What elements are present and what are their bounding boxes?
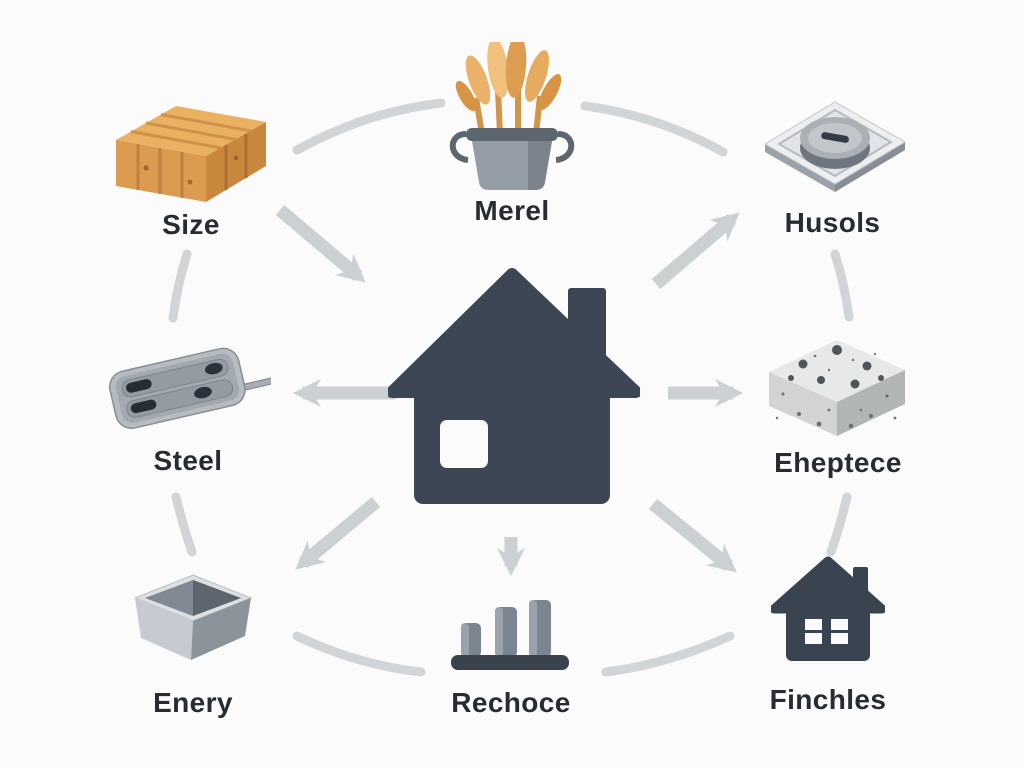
node-steel: Steel (105, 336, 271, 475)
arc-merel-to-husols (580, 101, 728, 157)
concrete-block-icon (763, 334, 913, 438)
arrow-center-to-finchles (648, 498, 737, 573)
small-house-icon (771, 553, 885, 665)
central-house (388, 268, 640, 510)
bar-chart-icon (451, 594, 571, 670)
arc-eheptece-to-finchles (826, 492, 852, 557)
node-label-size: Size (162, 209, 220, 240)
arc-size-to-merel (292, 98, 446, 155)
utensil-pot-icon (442, 42, 582, 192)
house-icon (388, 268, 640, 510)
arc-steel-to-enery (171, 492, 197, 557)
gauge-plate-icon (755, 94, 910, 198)
node-label-eheptece: Eheptece (774, 447, 902, 478)
node-size: Size (106, 98, 276, 239)
node-enery: Enery (130, 572, 256, 717)
node-label-enery: Enery (153, 687, 233, 718)
node-label-finchles: Finchles (769, 684, 887, 715)
arrow-center-to-enery (295, 497, 381, 570)
metal-box-icon (133, 572, 253, 662)
node-label-merel: Merel (474, 195, 550, 226)
arc-enery-to-rechoce (292, 631, 426, 677)
node-merel: Merel (442, 42, 582, 225)
arrow-size-to-center (275, 205, 366, 283)
node-rechoce: Rechoce (448, 594, 574, 717)
arc-husols-to-eheptece (830, 249, 854, 322)
node-eheptece: Eheptece (755, 334, 921, 477)
node-husols: Husols (745, 94, 920, 237)
arc-size-to-steel (168, 249, 192, 323)
node-finchles: Finchles (765, 553, 891, 714)
arrow-center-to-husols (651, 212, 740, 289)
node-label-steel: Steel (153, 445, 223, 476)
node-label-husols: Husols (784, 207, 881, 238)
wood-planks-icon (110, 98, 272, 202)
arc-rechoce-to-finchles (601, 631, 735, 677)
node-label-rechoce: Rechoce (451, 687, 571, 718)
steel-tray-icon (105, 336, 271, 430)
